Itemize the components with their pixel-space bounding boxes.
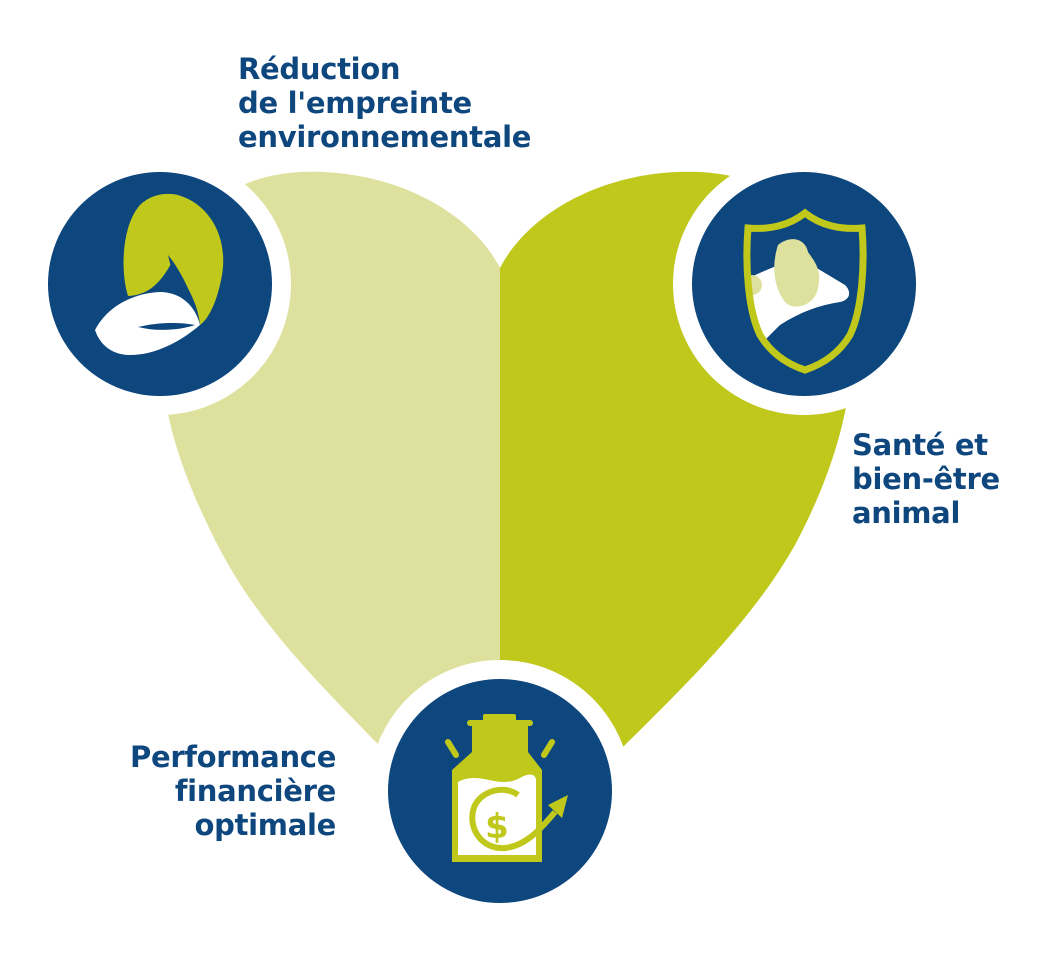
environment-badge [29,153,291,415]
pillar-label-line: de l'empreinte [238,86,472,120]
dollar-sign-icon: $ [485,807,509,847]
pillar-label-line: Santé et [852,428,988,462]
pillar-label-line: Réduction [238,52,401,86]
pillar-label-line: environnementale [238,120,532,154]
pillar-label-health: Santé et bien-être animal [852,428,1000,530]
pillar-label-financial: Performance financière optimale [130,740,336,842]
leaves-icon [95,193,224,355]
milk-can-dollar-icon: $ [445,714,568,862]
pillar-label-line: Performance [130,740,337,774]
pillar-label-line: optimale [194,808,337,842]
financial-badge: $ [369,660,631,922]
shield-cow-icon [743,208,867,374]
pillar-label-line: bien-être [852,462,1000,496]
pillar-label-environment: Réduction de l'empreinte environnemental… [238,52,531,154]
health-badge [673,153,935,415]
pillar-label-line: animal [852,496,961,530]
pillar-label-line: financière [174,774,336,808]
